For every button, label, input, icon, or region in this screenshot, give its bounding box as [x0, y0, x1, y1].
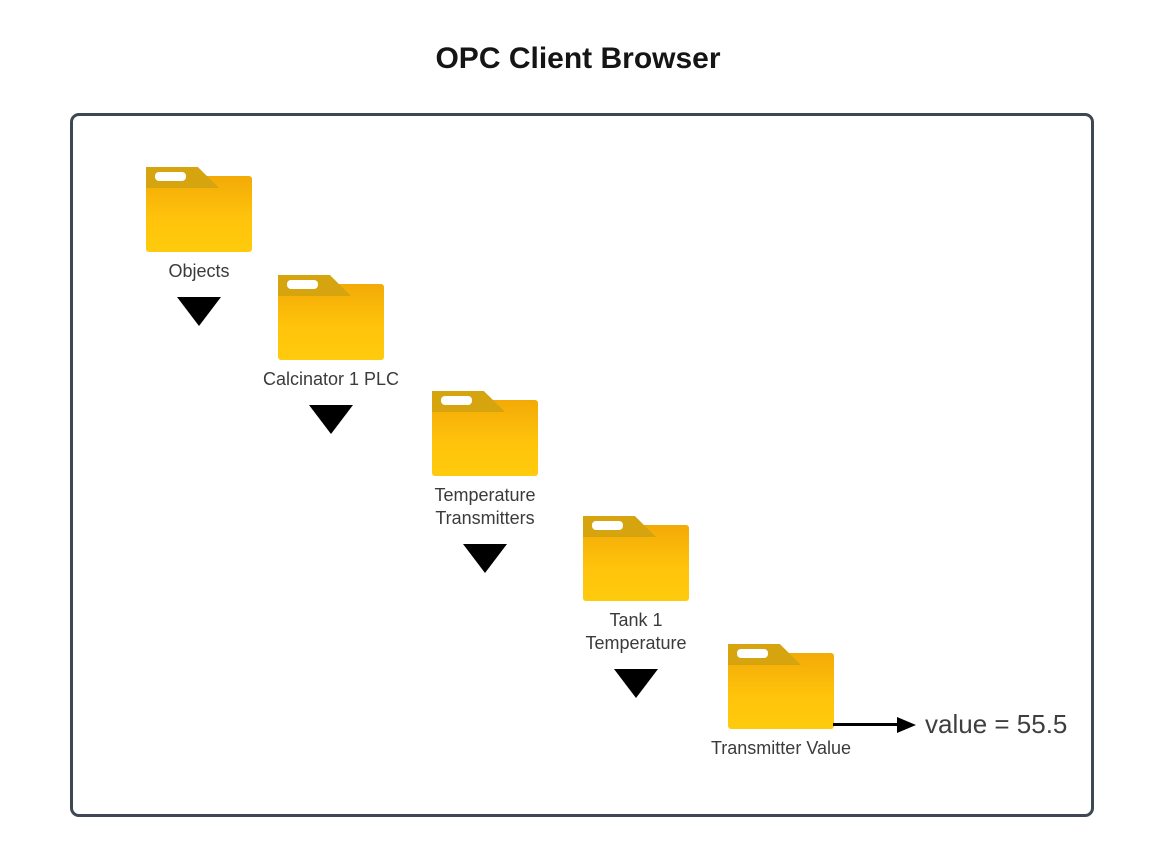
node-label: Tank 1 Temperature	[585, 610, 687, 653]
value-annotation: value = 55.5	[925, 709, 1068, 739]
tree-node-objects: Objects	[114, 166, 284, 326]
expand-down-arrow-icon	[177, 297, 221, 326]
folder-icon[interactable]	[432, 390, 538, 476]
tree-node-transmitter-value: Transmitter Value	[696, 643, 866, 760]
tree-node-temperature-transmitters: Temperature Transmitters	[400, 390, 570, 573]
folder-tab-slot	[287, 280, 318, 289]
expand-down-arrow-icon	[463, 544, 507, 573]
folder-tab-slot	[737, 649, 768, 658]
folder-body	[583, 525, 689, 601]
folder-tab-slot	[441, 396, 472, 405]
node-label: Calcinator 1 PLC	[262, 369, 400, 389]
folder-body	[728, 653, 834, 729]
folder-icon[interactable]	[728, 643, 834, 729]
value-arrow-head-icon	[897, 717, 916, 733]
value-arrow-line	[833, 723, 897, 726]
page-title: OPC Client Browser	[435, 42, 721, 75]
expand-down-arrow-icon	[614, 669, 658, 698]
folder-icon[interactable]	[146, 166, 252, 252]
folder-icon[interactable]	[278, 274, 384, 360]
folder-tab-slot	[155, 172, 186, 181]
folder-body	[278, 284, 384, 360]
browser-frame: Objects Calcinator 1 PLC Temperature Tra…	[70, 113, 1094, 817]
folder-icon[interactable]	[583, 515, 689, 601]
folder-body	[146, 176, 252, 252]
folder-tab-slot	[592, 521, 623, 530]
tree-node-tank-1-temperature: Tank 1 Temperature	[551, 515, 721, 698]
node-label: Objects	[168, 261, 230, 281]
node-label: Temperature Transmitters	[434, 485, 536, 528]
expand-down-arrow-icon	[309, 405, 353, 434]
tree-node-calcinator-1-plc: Calcinator 1 PLC	[246, 274, 416, 434]
node-label: Transmitter Value	[710, 738, 852, 758]
folder-body	[432, 400, 538, 476]
